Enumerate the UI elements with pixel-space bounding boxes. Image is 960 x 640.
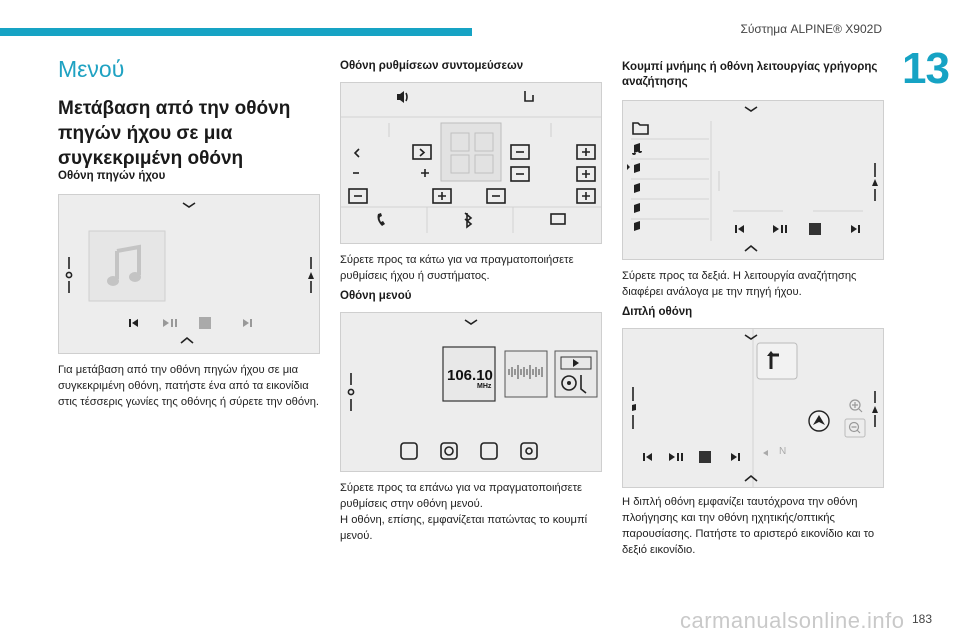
radio-frequency: 106.10 [447, 367, 493, 384]
dual-screen-text: Η διπλή οθόνη εμφανίζει ταυτόχρονα την ο… [622, 496, 875, 556]
dual-screen: N [622, 328, 884, 488]
equalizer-icon[interactable] [199, 317, 211, 329]
list-item[interactable] [634, 183, 640, 193]
plus-button[interactable] [432, 188, 452, 204]
zoom-out-icon[interactable] [844, 418, 866, 438]
equalizer-icon[interactable] [809, 223, 821, 235]
folder-icon[interactable] [632, 122, 649, 135]
navigation-arrow-icon[interactable] [872, 163, 878, 201]
equalizer-tile[interactable] [504, 350, 548, 398]
shortcut-settings-text: Σύρετε προς τα κάτω για να πραγματοποιήσ… [340, 254, 574, 282]
plus-label[interactable] [421, 169, 429, 177]
chevron-right-button[interactable] [412, 144, 432, 160]
minus-button[interactable] [486, 188, 506, 204]
menu-screen-text-b: Η οθόνη, επίσης, εμφανίζεται πατώντας το… [340, 514, 588, 542]
next-track-icon[interactable] [851, 225, 860, 233]
chevron-up-icon[interactable] [744, 244, 758, 252]
menu-title: Μενού [58, 56, 125, 82]
minus-button[interactable] [510, 144, 530, 160]
shortcut-settings-subheading: Οθόνη ρυθμίσεων συντομεύσεων [340, 60, 524, 72]
list-item[interactable] [632, 143, 642, 155]
chevron-down-icon[interactable] [464, 319, 478, 325]
plus-button[interactable] [576, 188, 596, 204]
minus-button[interactable] [510, 166, 530, 182]
previous-track-icon[interactable] [643, 453, 652, 461]
equalizer-icon[interactable] [699, 451, 711, 463]
play-pause-icon[interactable] [669, 453, 683, 461]
dual-screen-subheading: Διπλή οθόνη [622, 306, 693, 318]
phone-icon[interactable] [377, 213, 386, 226]
header-system-title: Σύστημα ALPINE® X902D [740, 22, 882, 36]
list-item[interactable] [634, 203, 640, 213]
next-track-icon[interactable] [243, 319, 252, 327]
vehicle-button[interactable] [480, 442, 498, 460]
next-track-icon[interactable] [731, 453, 740, 461]
list-item[interactable] [634, 221, 640, 231]
previous-track-icon[interactable] [735, 225, 744, 233]
radio-frequency-unit: MHz [477, 383, 492, 390]
menu-screen-subheading: Οθόνη μενού [340, 290, 412, 302]
media-tile[interactable] [554, 350, 598, 398]
volume-icon[interactable] [397, 91, 408, 103]
screen-icon[interactable] [550, 213, 566, 225]
search-icon[interactable] [65, 257, 73, 293]
list-item[interactable] [627, 163, 640, 173]
watermark: carmanualsonline.info [680, 608, 905, 633]
memory-search-subheading: Κουμπί μνήμης ή οθόνη λειτουργίας γρήγορ… [622, 61, 878, 88]
music-note-icon [107, 244, 141, 286]
audio-source-subheading: Οθόνη πηγών ήχου [58, 170, 166, 182]
plus-button[interactable] [576, 166, 596, 182]
audio-source-screen [58, 194, 320, 354]
compass-label: N [779, 446, 787, 457]
chevron-left-button[interactable] [353, 148, 360, 158]
chevron-up-icon[interactable] [744, 474, 758, 482]
previous-track-icon[interactable] [129, 319, 138, 327]
music-note-icon[interactable] [632, 387, 636, 429]
shortcut-settings-screen [340, 82, 602, 244]
header-accent-bar [0, 28, 472, 36]
settings-hand-icon[interactable] [524, 91, 534, 102]
zoom-in-icon[interactable] [849, 399, 863, 413]
chevron-down-icon[interactable] [744, 106, 758, 112]
chevron-down-icon[interactable] [182, 202, 196, 208]
section-heading: Μετάβαση από την οθόνη πηγών ήχου σε μια… [58, 98, 291, 169]
menu-screen: 106.10 MHz [340, 312, 602, 472]
search-icon[interactable] [347, 373, 355, 411]
audio-source-text: Για μετάβαση από την οθόνη πηγών ήχου σε… [58, 364, 320, 408]
menu-screen-text-a: Σύρετε προς τα επάνω για να πραγματοποιή… [340, 482, 582, 510]
settings-button[interactable] [520, 442, 538, 460]
memory-search-screen [622, 100, 884, 260]
phone-button[interactable] [400, 442, 418, 460]
bluetooth-icon[interactable] [464, 212, 473, 229]
plus-button[interactable] [576, 144, 596, 160]
memory-search-text: Σύρετε προς τα δεξιά. Η λειτουργία αναζή… [622, 270, 857, 298]
chapter-number: 13 [902, 44, 950, 93]
navigation-button[interactable] [440, 442, 458, 460]
play-pause-icon[interactable] [773, 225, 787, 233]
chevron-down-icon[interactable] [744, 334, 758, 340]
turn-instruction-icon[interactable] [756, 342, 798, 380]
chevron-up-icon[interactable] [180, 336, 194, 344]
navigation-arrow-icon[interactable] [308, 257, 314, 293]
page-number: 183 [911, 612, 932, 626]
compass-arrow-icon[interactable] [763, 450, 768, 456]
navigation-arrow-icon[interactable] [872, 391, 878, 427]
radio-tile[interactable] [442, 346, 496, 402]
navigation-arrow-icon[interactable] [808, 410, 830, 432]
minus-button[interactable] [348, 188, 368, 204]
play-pause-icon[interactable] [163, 319, 177, 327]
